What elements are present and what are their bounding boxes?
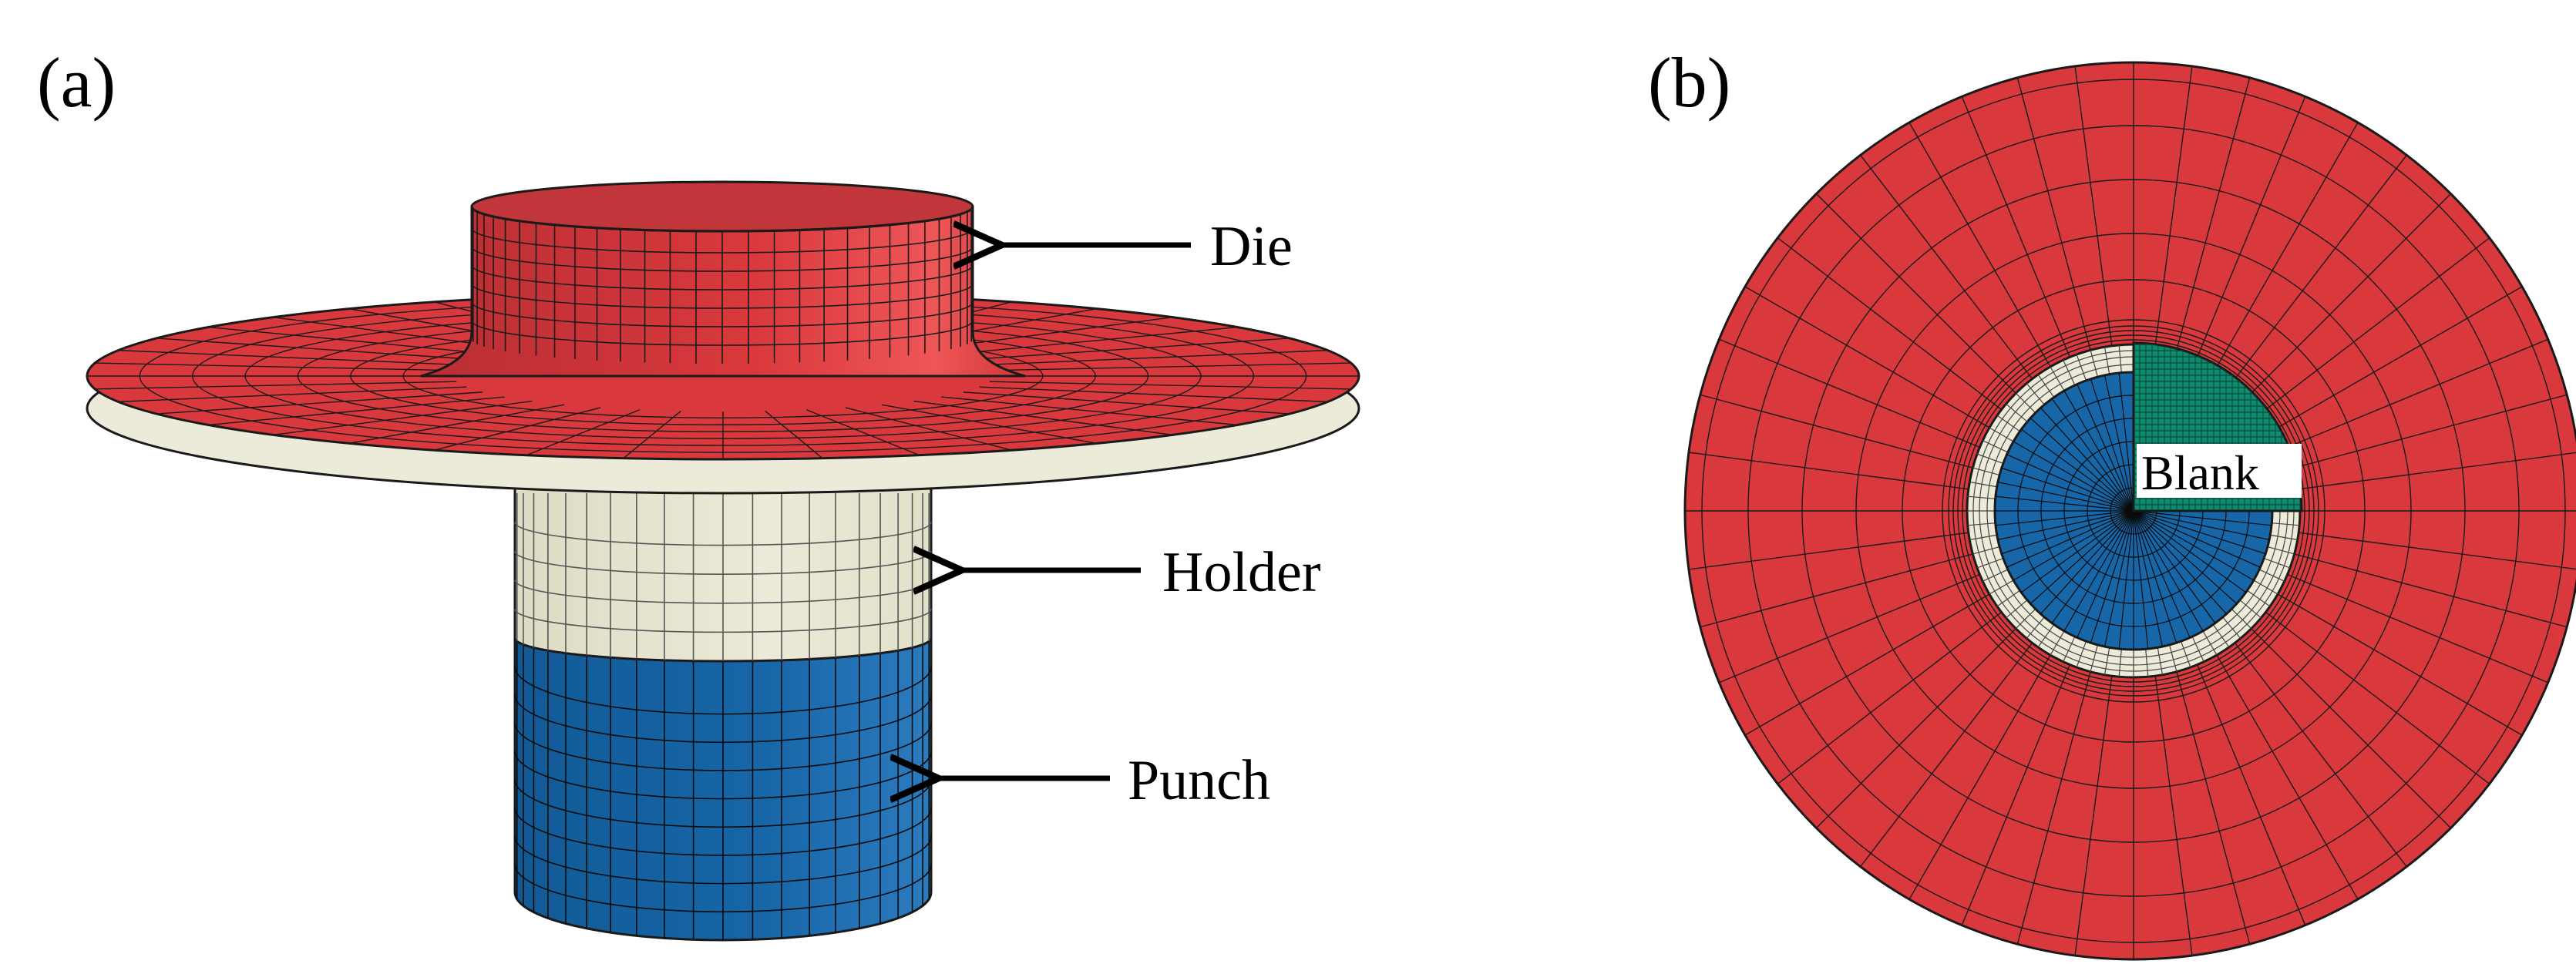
- punch-label: Punch: [1128, 749, 1270, 812]
- panel-b-top-view: Blank: [1683, 61, 2576, 961]
- holder-annotation: Holder: [962, 541, 1321, 604]
- die-cylinder: [420, 180, 1026, 378]
- panel-label-b: (b): [1648, 43, 1730, 122]
- blank-label: Blank: [2141, 445, 2259, 500]
- holder-cylinder: [513, 484, 933, 663]
- blank-quarter: Blank: [2132, 341, 2303, 512]
- die-annotation: Die: [1002, 215, 1293, 278]
- die-label: Die: [1210, 215, 1293, 278]
- panel-a-isometric-view: Die Holder Punch: [86, 180, 1360, 942]
- holder-label: Holder: [1162, 541, 1321, 604]
- blank-label-bg: [2137, 444, 2302, 498]
- punch-cylinder: [513, 637, 933, 942]
- punch-annotation: Punch: [939, 749, 1270, 812]
- panel-label-a: (a): [37, 43, 116, 122]
